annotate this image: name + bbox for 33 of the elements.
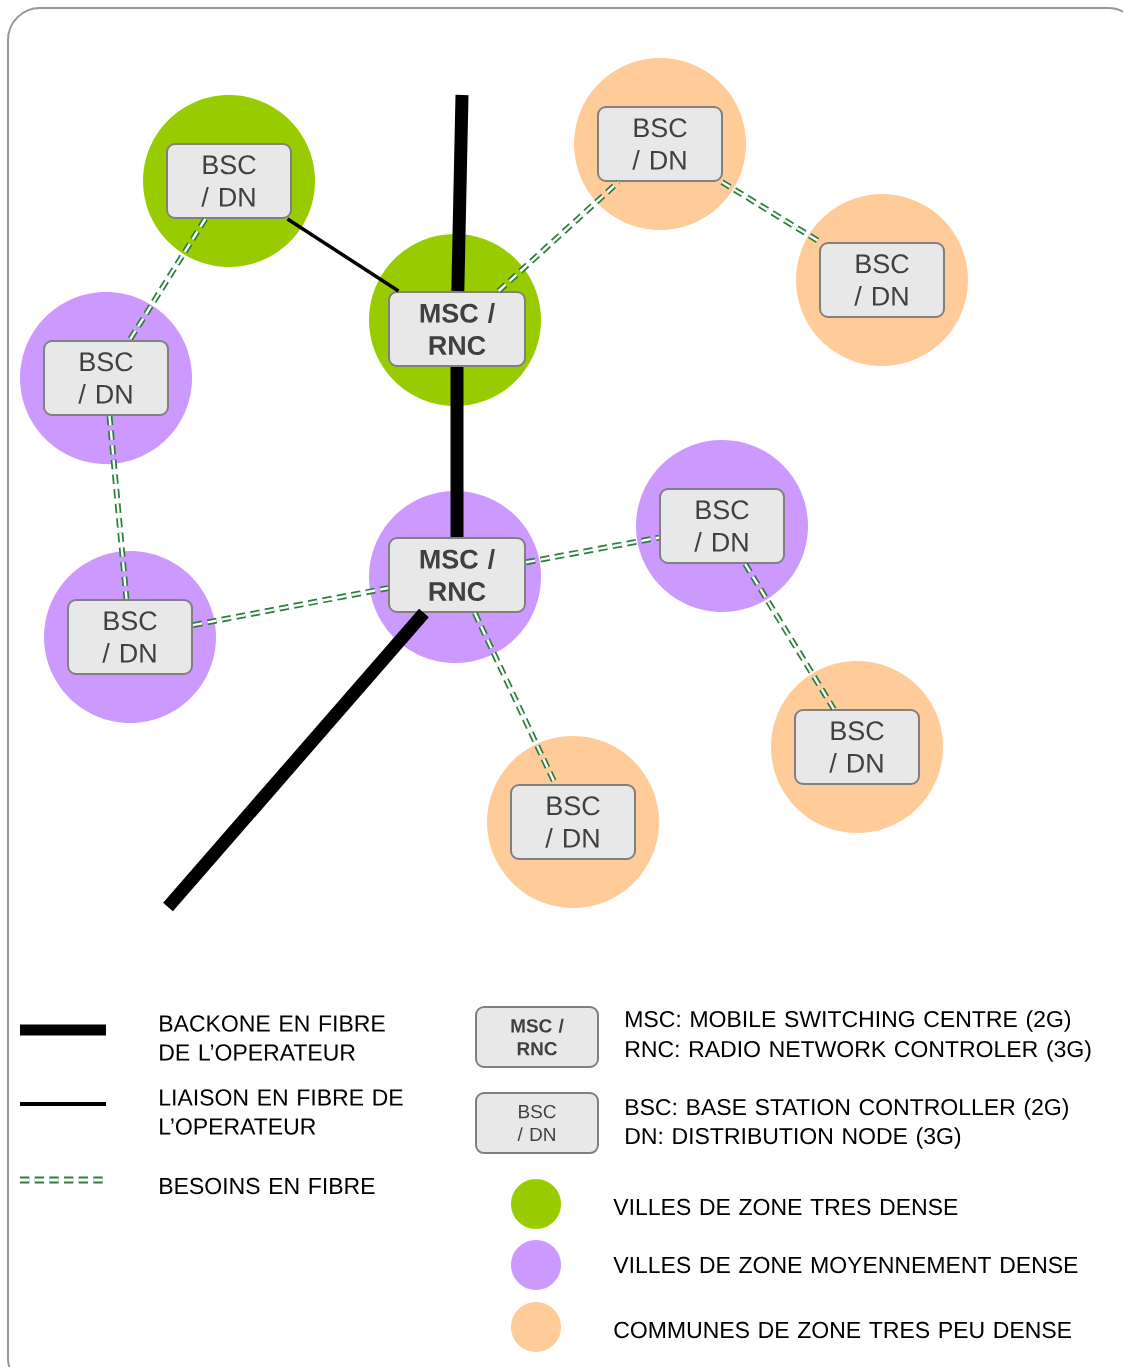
node-box: BSC / DN (597, 106, 723, 182)
fiber-link (286, 217, 400, 293)
node-box: BSC / DN (659, 488, 785, 564)
backbone-line (451, 94, 469, 292)
node-box: MSC / RNC (475, 1006, 599, 1068)
legend-text: RNC: RADIO NETWORK CONTROLER (3G) (626, 1040, 1091, 1062)
node-box: BSC / DN (43, 340, 169, 416)
node-box: BSC / DN (67, 599, 193, 675)
legend-text: LIAISON EN FIBRE DE L’OPERATEUR (160, 1089, 403, 1135)
backbone-line (163, 608, 429, 912)
legend-text: VILLES DE ZONE MOYENNEMENT DENSE (613, 1256, 1078, 1274)
node-box: BSC / DN (819, 242, 945, 318)
dashed-link (127, 217, 208, 342)
dashed-link (496, 179, 621, 294)
node-box: BSC / DN (794, 709, 920, 785)
legend-text: BACKONE EN FIBRE DE L’OPERATEUR (160, 1015, 385, 1061)
node-box: BSC / DN (510, 784, 636, 860)
dashed-link (525, 534, 660, 566)
node-box: BSC / DN (475, 1092, 599, 1154)
dashed-link (720, 179, 822, 245)
dashed-link (742, 562, 837, 711)
dashed-link (106, 415, 130, 600)
backbone-line (450, 367, 464, 537)
dashed-link (192, 585, 389, 628)
node-box: MSC / RNC (388, 291, 526, 367)
node-box: MSC / RNC (388, 537, 526, 613)
legend-text: DN: DISTRIBUTION NODE (3G) (626, 1127, 961, 1149)
legend-text: BESOINS EN FIBRE (160, 1177, 375, 1195)
node-box: BSC / DN (166, 143, 292, 219)
legend-text: BSC: BASE STATION CONTROLLER (2G) (626, 1098, 1068, 1120)
legend-text: VILLES DE ZONE TRES DENSE (613, 1198, 958, 1216)
legend-text: COMMUNES DE ZONE TRES PEU DENSE (614, 1321, 1071, 1339)
legend-text: MSC: MOBILE SWITCHING CENTRE (2G) (626, 1010, 1071, 1032)
